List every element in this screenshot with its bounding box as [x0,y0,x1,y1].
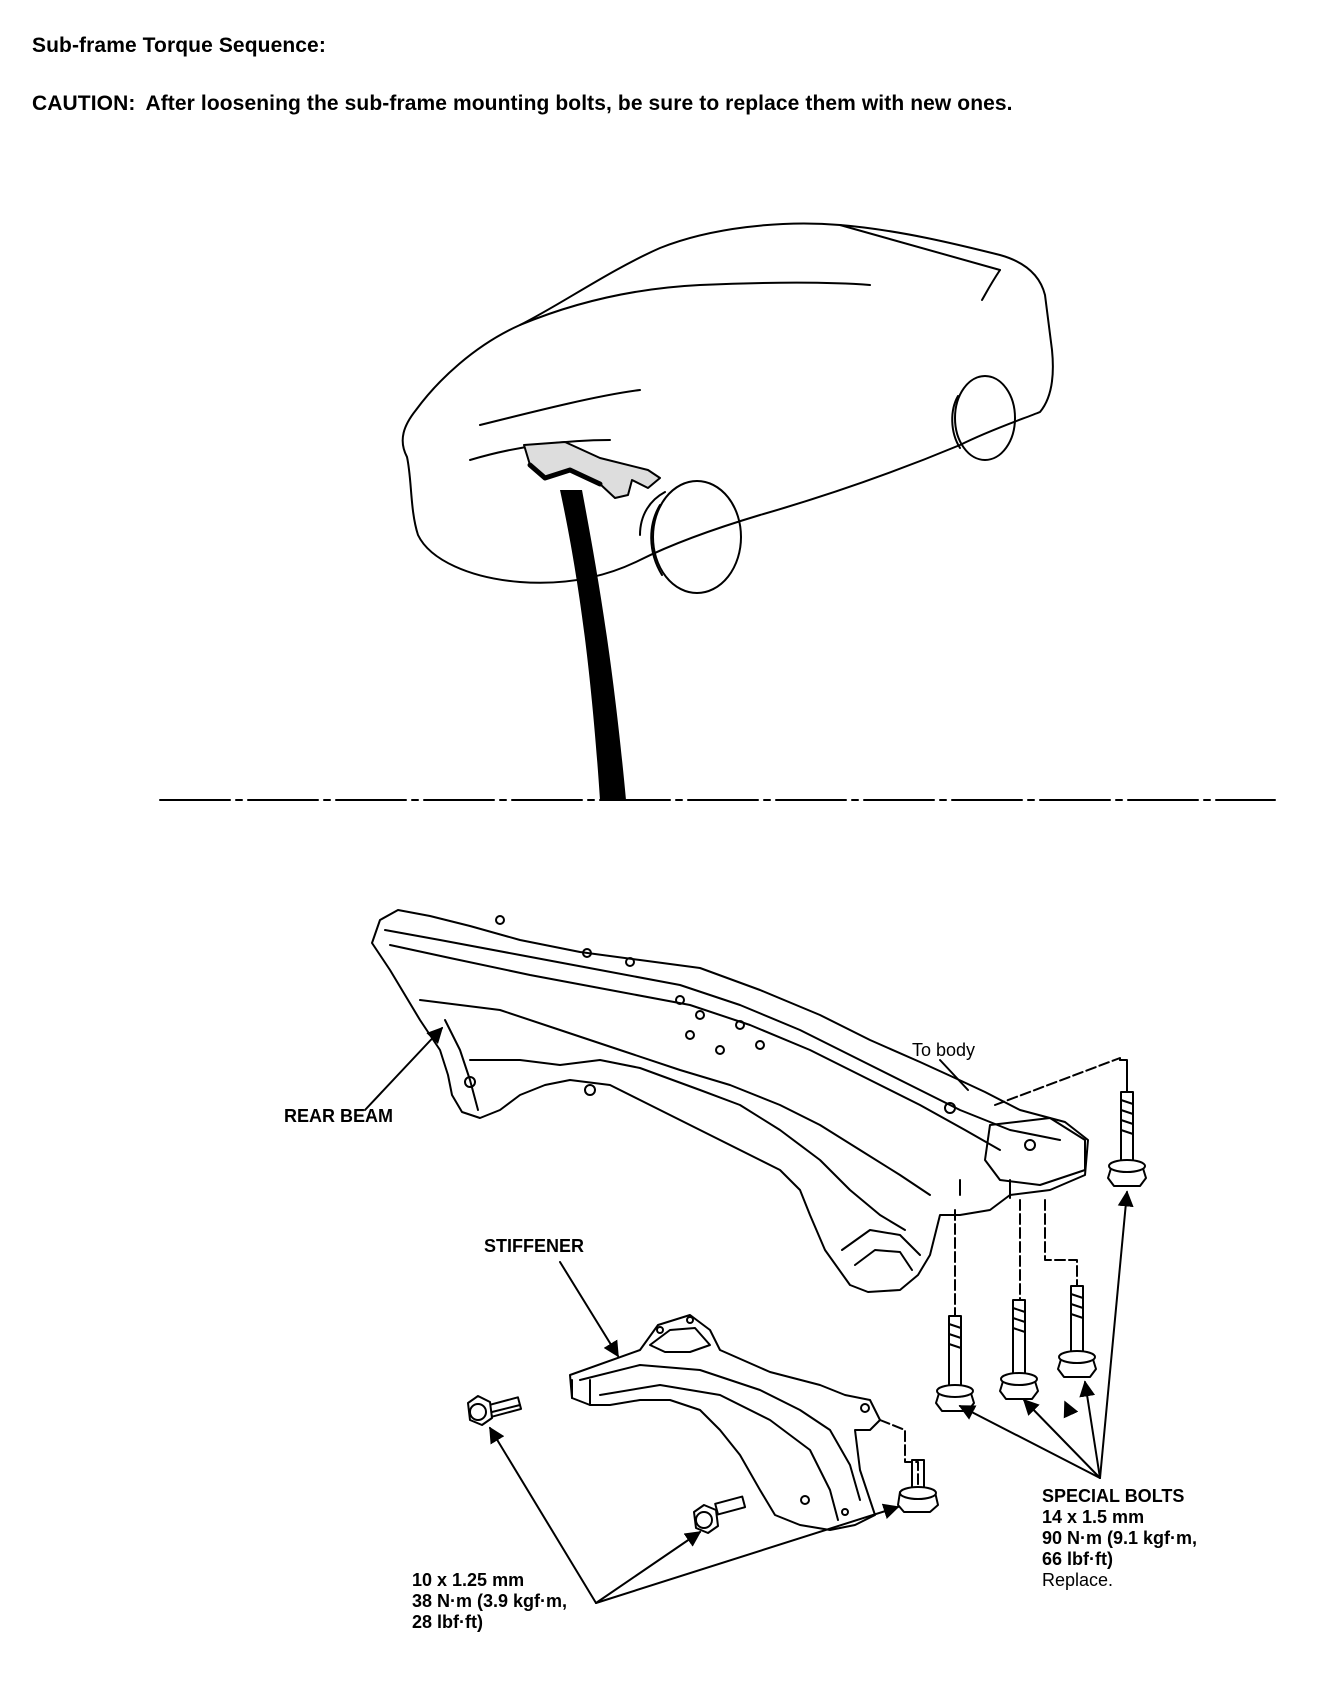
caution-note: CAUTION: After loosening the sub-frame mo… [32,92,1013,116]
stiffener-bolts-torque-1: 38 N·m (3.9 kgf·m, [412,1591,568,1611]
stiffener-bolts-torque-2: 28 lbf·ft) [412,1612,483,1632]
special-bolts-note: Replace. [1042,1570,1114,1590]
special-bolt-4 [1057,1285,1097,1378]
rear-beam-drawing [371,909,1089,1293]
caution-label: CAUTION: [32,92,136,115]
special-bolts-torque-2: 66 lbf·ft) [1042,1549,1113,1569]
stiffener-bolt-left [467,1395,523,1426]
stiffener-drawing [569,1314,919,1531]
to-body-label: To body [912,1040,976,1060]
rear-beam-label: REAR BEAM [284,1106,394,1126]
page-title: Sub-frame Torque Sequence: [32,34,326,57]
special-bolts-spec: SPECIAL BOLTS 14 x 1.5 mm 90 N·m (9.1 kg… [1042,1486,1197,1591]
stiffener-bolts-size: 10 x 1.25 mm [412,1570,525,1590]
special-bolt-1 [1107,1091,1147,1187]
stiffener-leader [559,1261,619,1358]
special-bolt-3 [999,1299,1039,1400]
caution-text: After loosening the sub-frame mounting b… [145,92,1013,115]
stiffener-label: STIFFENER [484,1236,585,1256]
car-outline [401,222,1054,800]
special-bolts-title: SPECIAL BOLTS [1042,1486,1185,1506]
stiffener-bolt-middle [693,1495,747,1534]
rear-beam-leader [364,1026,444,1111]
special-bolts-leaders [958,1190,1134,1479]
special-bolts-size: 14 x 1.5 mm [1042,1507,1145,1527]
special-bolt-2 [935,1315,975,1412]
stiffener-bolts-spec: 10 x 1.25 mm 38 N·m (3.9 kgf·m, 28 lbf·f… [412,1570,567,1633]
special-bolts-torque-1: 90 N·m (9.1 kgf·m, [1042,1528,1198,1548]
to-body-leader [939,1059,969,1091]
stiffener-bolts-leaders [489,1426,900,1604]
